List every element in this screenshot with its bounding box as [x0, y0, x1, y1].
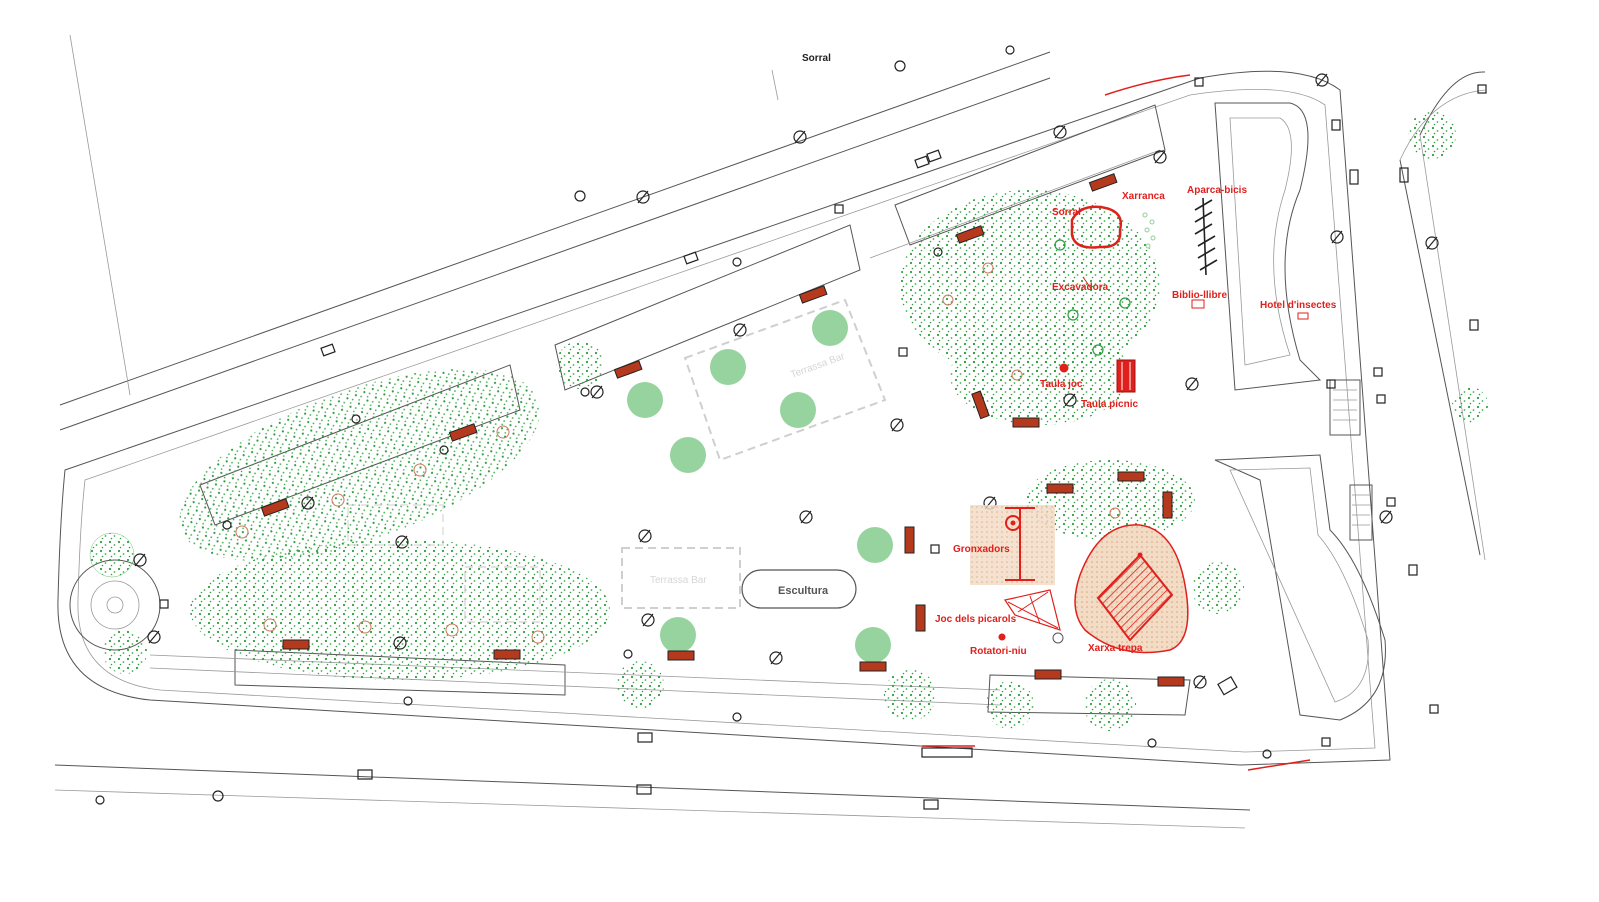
bench: [1162, 491, 1173, 519]
tree: [710, 349, 746, 385]
planting-area: [1025, 460, 1195, 540]
tree: [986, 681, 1034, 729]
tree: [857, 527, 893, 563]
litter-bin-symbol: [133, 73, 1439, 689]
tree: [670, 437, 706, 473]
street-lines: [54, 34, 1486, 829]
xarxa-trepa-label: Xarxa trepa: [1088, 643, 1143, 654]
biblio-llibre-label: Biblio-llibre: [1172, 290, 1227, 301]
bench: [1157, 676, 1185, 687]
grate-symbol: [159, 77, 1487, 810]
joc-picarols: [1004, 589, 1061, 631]
tree: [103, 630, 147, 674]
tree: [660, 617, 696, 653]
tree: [1192, 562, 1244, 614]
bench: [667, 650, 695, 661]
sculpture: Escultura: [741, 569, 857, 609]
tree: [884, 669, 936, 721]
tree: [627, 382, 663, 418]
taula-picnic-label: Taula picnic: [1081, 399, 1138, 410]
bench: [1034, 669, 1062, 680]
rotatori-niu-label: Rotatori-niu: [970, 646, 1027, 657]
street-furniture: [95, 45, 1487, 810]
escultura-label: Escultura: [778, 585, 829, 597]
tree: [780, 392, 816, 428]
tree: [616, 661, 664, 709]
biblio-llibre-box: [1191, 299, 1205, 309]
bench: [798, 285, 828, 304]
bench: [282, 639, 310, 650]
terrassa-bar-area: [621, 547, 741, 609]
tree: [1452, 387, 1488, 423]
terrassa-bar-area: [683, 298, 887, 462]
xarranca-label: Xarranca: [1122, 191, 1165, 202]
bench: [859, 661, 887, 672]
gronxadors-label: Gronxadors: [953, 544, 1010, 555]
bench: [955, 225, 985, 244]
bench: [1012, 417, 1040, 428]
bench: [971, 390, 990, 420]
aparca-bicis-label: Aparca-bicis: [1187, 185, 1247, 196]
sandpit: [1070, 205, 1123, 249]
labels: Sorral Xarranca Aparca-bicis Sorral Exca…: [802, 53, 1337, 657]
tree: [556, 341, 604, 389]
bench: [1117, 471, 1145, 482]
tree: [1084, 679, 1136, 731]
tree: [855, 627, 891, 663]
excavadora-symbol: [1082, 276, 1093, 291]
terrassa-bar-label-1: Terrassa Bar: [789, 351, 847, 381]
bench: [260, 498, 290, 517]
planting-area: [190, 540, 610, 680]
bench: [904, 526, 915, 554]
bench: [613, 360, 643, 379]
tree: [89, 532, 135, 578]
sorral-label: Sorral: [1052, 207, 1081, 218]
red-curbs: [922, 74, 1311, 771]
rotatori-niu: [998, 633, 1006, 641]
bench: [915, 604, 926, 632]
bench: [493, 649, 521, 660]
bench: [1088, 173, 1118, 192]
terrassa-bar-label-2: Terrassa Bar: [650, 575, 707, 586]
benches: [260, 173, 1185, 687]
excavadora-label: Excavadora: [1052, 282, 1109, 293]
tree: [812, 310, 848, 346]
taula-joc-symbol: [1059, 363, 1069, 373]
bench: [448, 423, 478, 442]
lamp-symbol: [222, 247, 1272, 759]
hopscotch: [1142, 212, 1156, 249]
tree: [1408, 111, 1456, 159]
sorral-street-label: Sorral: [802, 53, 831, 64]
bench: [1046, 483, 1074, 494]
planting-area: [950, 325, 1130, 425]
xarxa-trepa-net: [1096, 553, 1174, 642]
play-equipment: [970, 197, 1309, 654]
vegetation: [89, 111, 1488, 731]
gronxadors-floor: [970, 505, 1055, 585]
hotel-insectes-box: [1297, 312, 1309, 320]
taula-picnic-symbol: [1116, 359, 1136, 393]
hotel-insectes-label: Hotel d'insectes: [1260, 300, 1337, 311]
joc-picarols-label: Joc dels picarols: [935, 614, 1017, 625]
bike-racks: [1194, 197, 1218, 276]
taula-joc-label: Taula joc: [1040, 379, 1083, 390]
